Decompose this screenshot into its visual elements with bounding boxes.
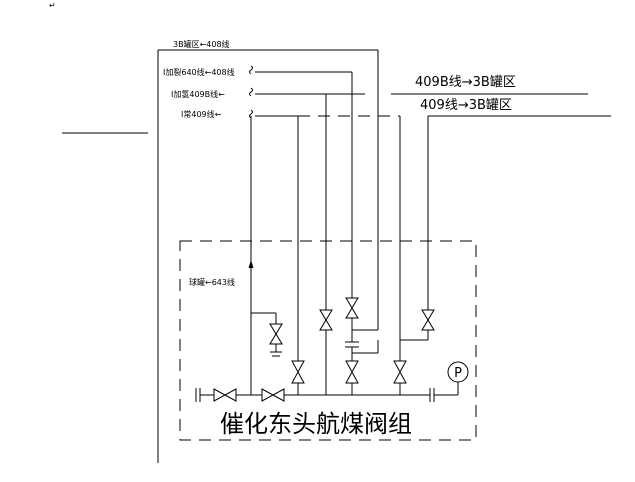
corner-return-mark: ↵ [49,1,56,10]
inlet-valve-icon [213,388,237,402]
gate-valve-icon [319,309,333,331]
pressure-gauge-label: P [454,366,462,381]
drain-valve-icon [269,323,283,335]
break-mark-409b [249,87,253,97]
out-409-label: 409线→3B罐区 [420,98,512,113]
break-mark-640 [249,65,253,75]
line-409-normal-label: I常409线← [181,109,222,119]
break-mark-409 [249,109,253,119]
ball-tank-label: 球罐←643线 [189,277,235,287]
drain-valve-icon [269,333,283,345]
diagram-title: 催化东头航煤阀组 [220,410,412,438]
out-409b-label: 409B线→3B罐区 [415,75,516,90]
gate-valve-icon [393,360,407,384]
valve-group-boundary [179,240,477,441]
gate-valve-icon [345,297,359,319]
gate-valve-icon [291,360,305,384]
gate-valve-icon [345,360,359,384]
gate-valve-icon [421,309,435,331]
line-640-label: I加裂640线←408线 [163,67,235,77]
line-409b-add-label: I加氢409B线← [171,89,225,99]
tank-408-label: 3B罐区←408线 [173,39,230,49]
pressure-gauge-icon [447,361,469,383]
header-valve-icon [261,388,285,402]
flow-arrow-icon [248,260,254,268]
